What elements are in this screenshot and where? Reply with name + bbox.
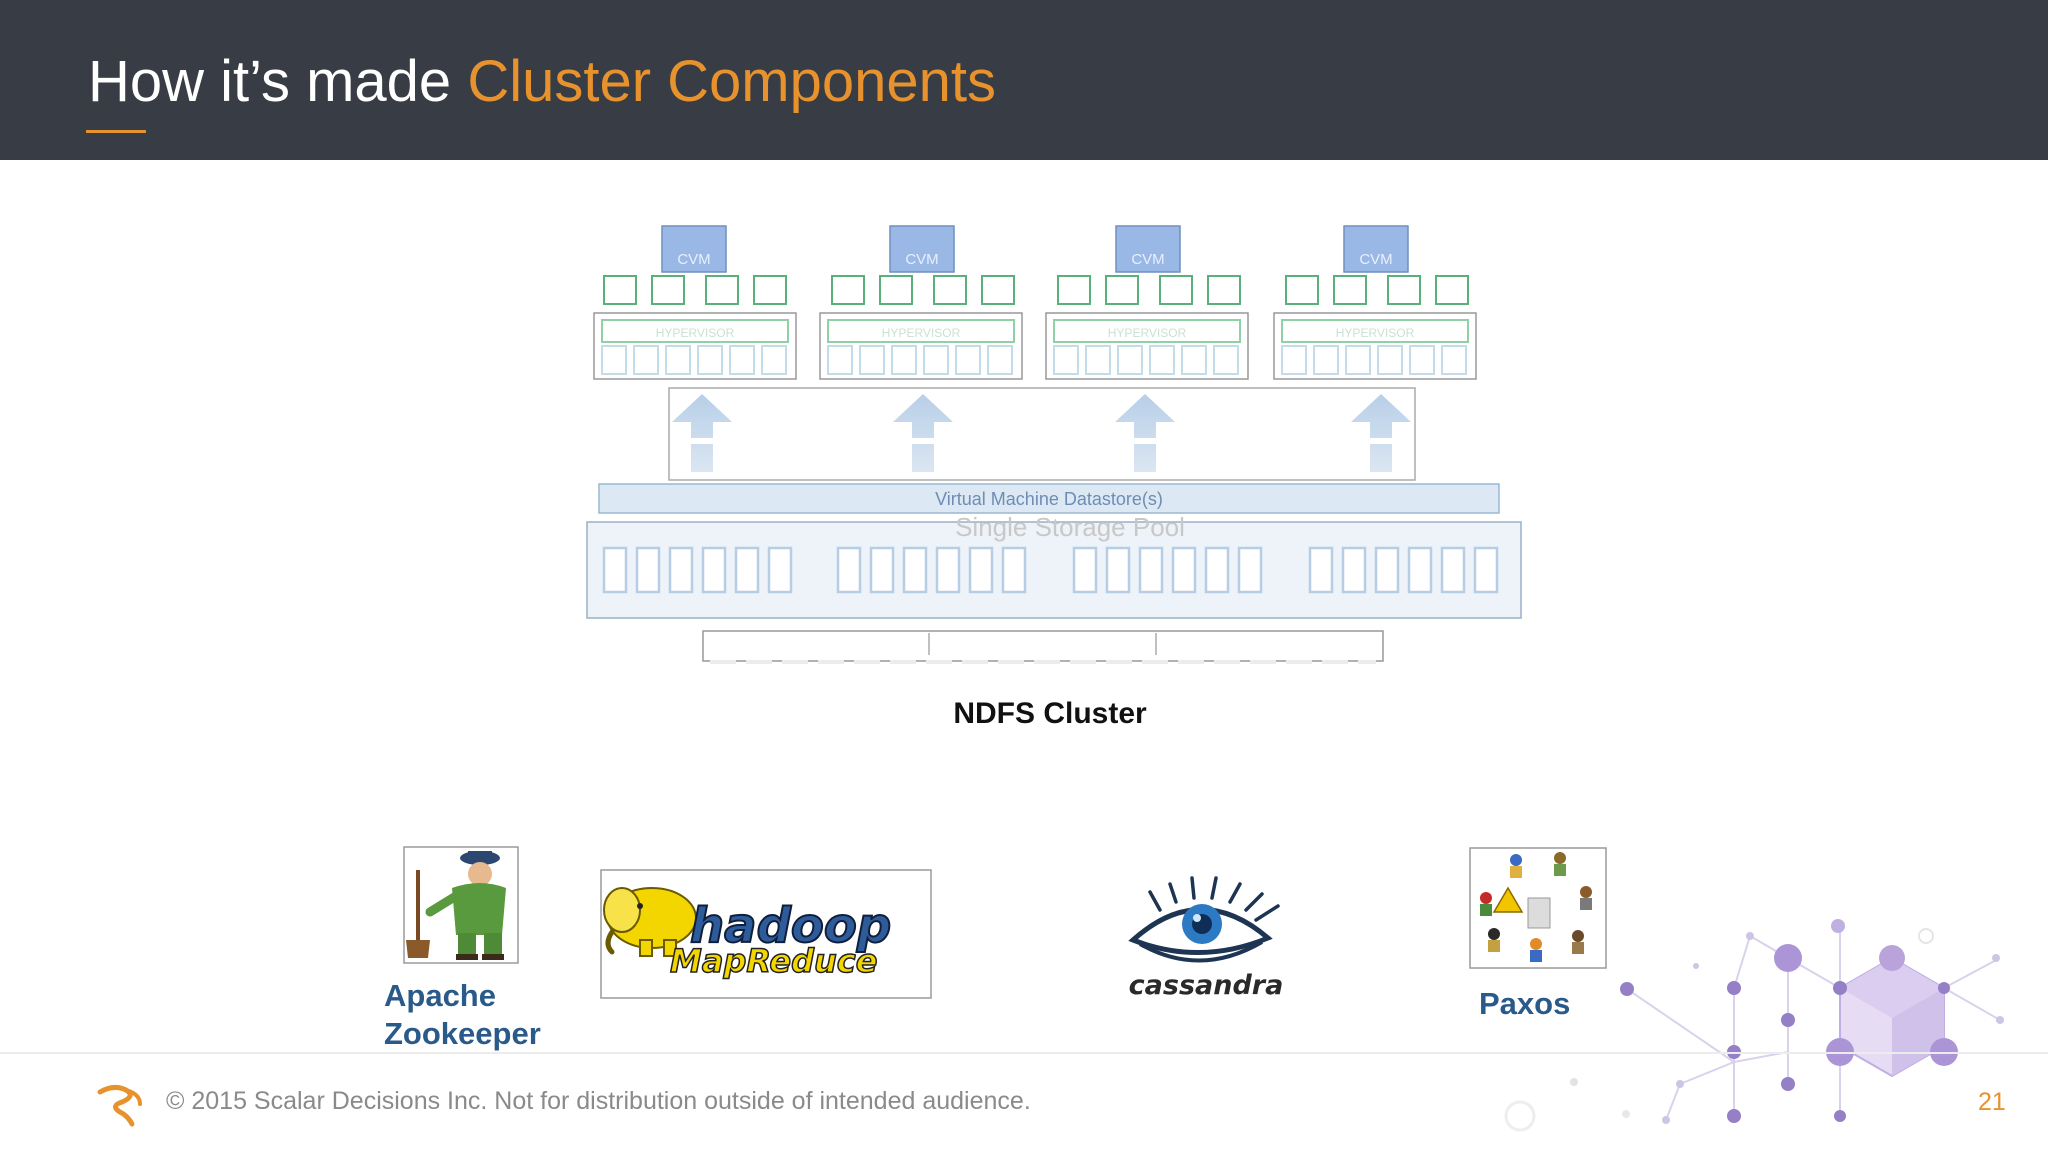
hadoop-wordmark: hadoop	[690, 898, 891, 954]
vm-box	[1105, 275, 1139, 305]
graph-node	[1781, 1013, 1795, 1027]
hypervisor-label: HYPERVISOR	[882, 326, 961, 340]
disk-group	[602, 546, 793, 594]
footer-divider	[0, 1052, 2048, 1054]
slide-title: How it’s made Cluster Components	[88, 48, 996, 115]
io-arrows-panel	[668, 387, 1416, 481]
disk-group	[1072, 546, 1263, 594]
zookeeper-label: Apache Zookeeper	[384, 977, 541, 1053]
vm-box	[753, 275, 787, 305]
slide-header	[0, 0, 2048, 160]
graph-node	[1620, 982, 1634, 996]
paxos-logo	[1469, 847, 1607, 969]
disk-group	[1308, 546, 1499, 594]
vm-box	[651, 275, 685, 305]
vm-box	[831, 275, 865, 305]
vm-box	[981, 275, 1015, 305]
graph-node	[1879, 945, 1905, 971]
title-underline	[86, 130, 146, 133]
storage-pool: Single Storage Pool	[586, 512, 1522, 619]
cvm-label: CVM	[1131, 251, 1164, 268]
hypervisor-bar	[1281, 319, 1469, 343]
graph-node	[1834, 1110, 1846, 1122]
cluster-node-3: CVM HYPERVISOR	[1045, 225, 1249, 380]
up-arrow-icon	[1351, 394, 1411, 472]
vm-box	[603, 275, 637, 305]
vm-box	[1207, 275, 1241, 305]
cassandra-label: cassandra	[1129, 970, 1284, 1001]
up-arrow-icon	[893, 394, 953, 472]
disk-group	[836, 546, 1027, 594]
datastore-bar	[598, 483, 1500, 514]
graph-node	[1938, 982, 1950, 994]
cvm-box	[661, 225, 727, 273]
up-arrow-icon	[672, 394, 732, 472]
zookeeper-logo	[403, 846, 519, 964]
graph-node	[1727, 1109, 1741, 1123]
zookeeper-label-line1: Apache	[384, 978, 496, 1013]
vm-box	[1387, 275, 1421, 305]
cvm-box	[889, 225, 955, 273]
graph-node	[1727, 981, 1741, 995]
vm-box	[1435, 275, 1469, 305]
vm-box	[705, 275, 739, 305]
ndfs-cluster-caption: NDFS Cluster	[953, 697, 1147, 730]
vm-box	[1285, 275, 1319, 305]
hypervisor-label: HYPERVISOR	[1108, 326, 1187, 340]
cvm-label: CVM	[905, 251, 938, 268]
network-bar	[702, 630, 1384, 664]
cluster-node-1: CVM HYPERVISOR	[593, 225, 797, 380]
vm-box	[933, 275, 967, 305]
footer-copyright: © 2015 Scalar Decisions Inc. Not for dis…	[166, 1087, 1031, 1115]
cluster-node-2: CVM HYPERVISOR	[819, 225, 1023, 380]
vm-box	[879, 275, 913, 305]
cvm-box	[1343, 225, 1409, 273]
paxos-label: Paxos	[1479, 986, 1571, 1021]
title-prefix: How it’s made	[88, 49, 452, 114]
hypervisor-bar	[1053, 319, 1241, 343]
mapreduce-wordmark: MapReduce	[670, 942, 877, 980]
hypervisor-bar	[601, 319, 789, 343]
title-accent: Cluster Components	[467, 49, 996, 114]
cvm-label: CVM	[1359, 251, 1392, 268]
graph-node	[1774, 944, 1802, 972]
cluster-node-4: CVM HYPERVISOR	[1273, 225, 1477, 380]
cvm-label: CVM	[677, 251, 710, 268]
up-arrow-icon	[1115, 394, 1175, 472]
hadoop-logo: hadoop MapReduce	[600, 869, 932, 999]
hypervisor-bar	[827, 319, 1015, 343]
hypervisor-label: HYPERVISOR	[656, 326, 735, 340]
vm-box	[1159, 275, 1193, 305]
vm-box	[1057, 275, 1091, 305]
graph-node	[1833, 981, 1847, 995]
zookeeper-label-line2: Zookeeper	[384, 1016, 541, 1051]
vm-box	[1333, 275, 1367, 305]
decorative-network-graphic	[1504, 919, 2004, 1132]
page-number: 21	[1978, 1088, 2006, 1116]
scalar-logo-icon	[97, 1084, 142, 1127]
graph-node	[1781, 1077, 1795, 1091]
cassandra-eye-icon	[1128, 876, 1280, 963]
storage-pool-label: Single Storage Pool	[955, 512, 1185, 542]
datastore-label: Virtual Machine Datastore(s)	[935, 489, 1163, 509]
hypervisor-label: HYPERVISOR	[1336, 326, 1415, 340]
cvm-box	[1115, 225, 1181, 273]
